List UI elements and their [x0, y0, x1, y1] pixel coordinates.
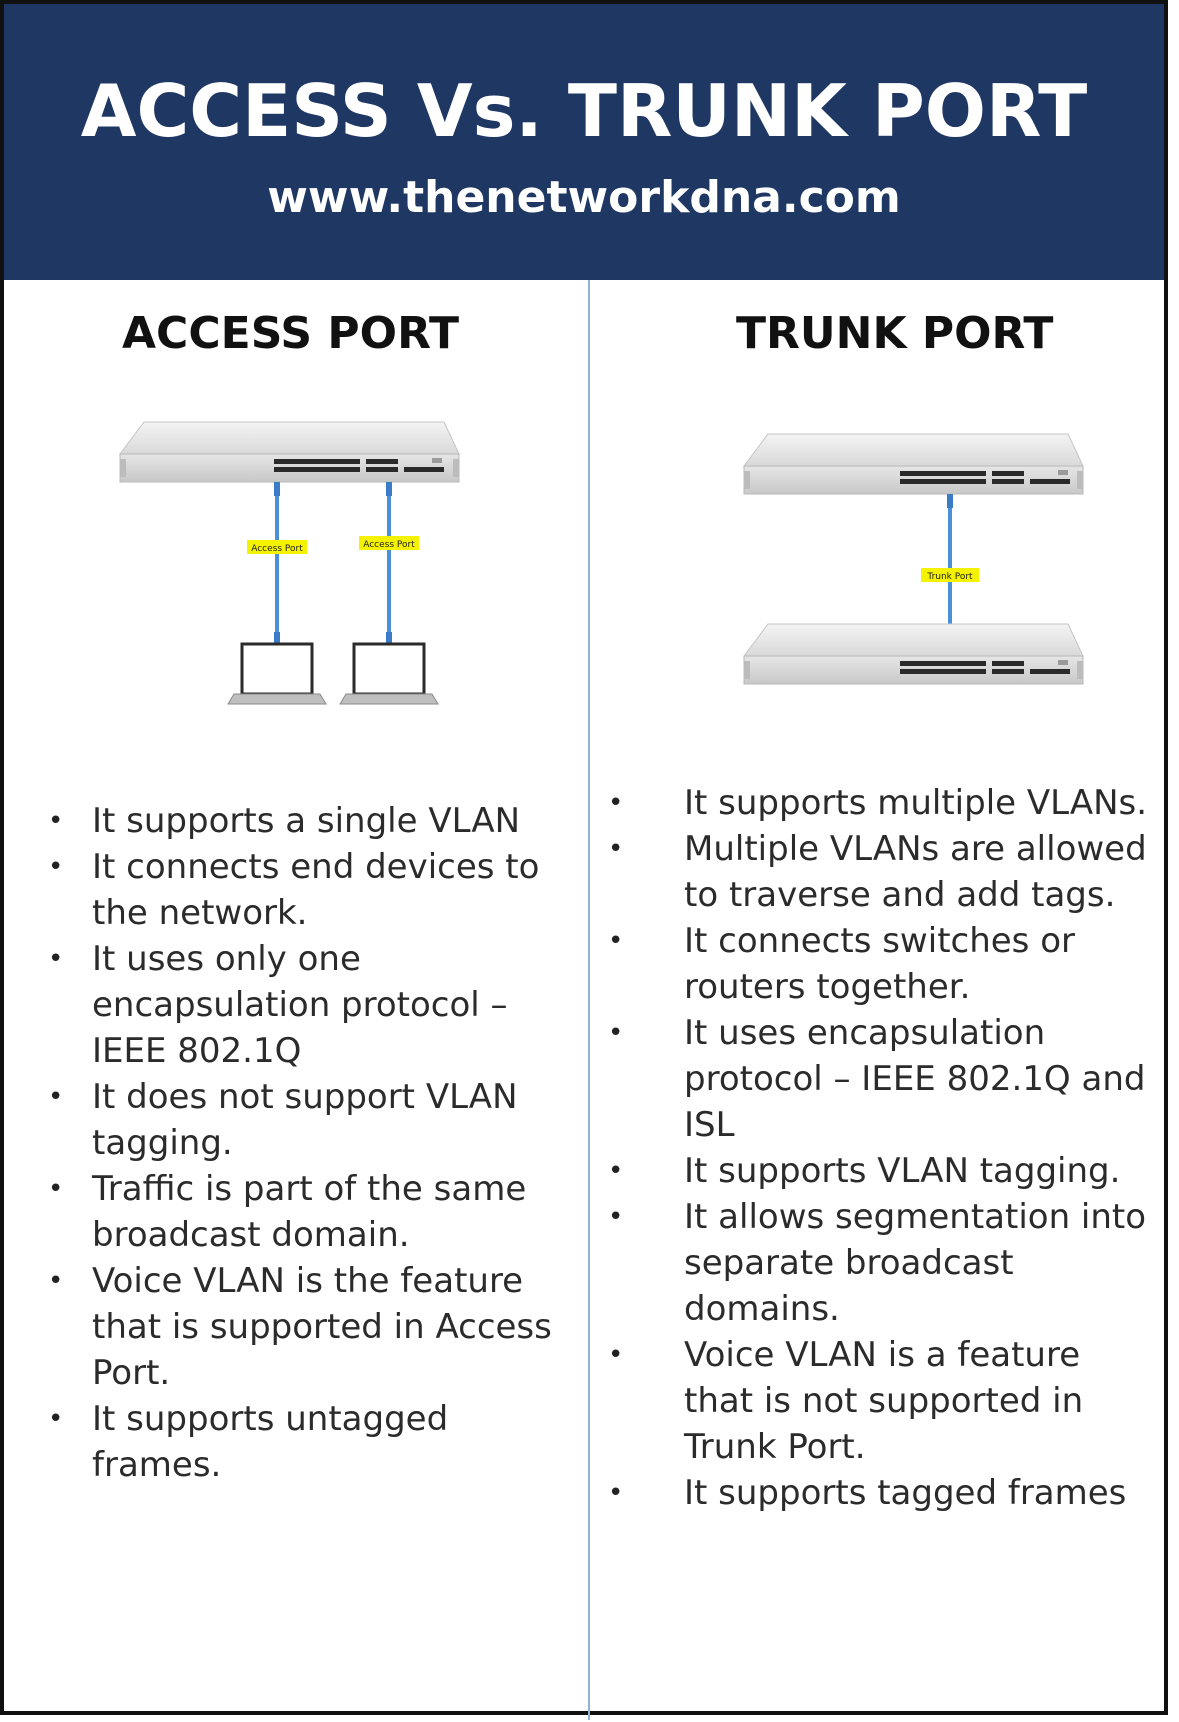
bullet-dot-icon: • — [608, 788, 624, 818]
switch-icon — [743, 433, 1084, 495]
feature-text: Traffic is part of the same broadcast do… — [92, 1169, 527, 1255]
list-item: • It allows segmentation into separate br… — [608, 1194, 1148, 1332]
bullet-dot-icon: • — [48, 944, 64, 974]
list-item: • It connects switches or routers togethe… — [608, 918, 1148, 1010]
bullet-dot-icon: • — [608, 1156, 624, 1186]
access-port-diagram: Access Port Access Port — [119, 421, 460, 705]
access-port-label: Access Port — [359, 536, 419, 550]
website-url: www.thenetworkdna.com — [267, 172, 901, 223]
feature-text: It allows segmentation into separate bro… — [684, 1197, 1147, 1329]
list-item: • It connects end devices to the network. — [44, 844, 564, 936]
list-item: • It supports VLAN tagging. — [608, 1148, 1148, 1194]
feature-text: Voice VLAN is a feature that is not supp… — [684, 1335, 1084, 1467]
bullet-dot-icon: • — [608, 1202, 624, 1232]
bullet-dot-icon: • — [608, 1478, 624, 1508]
trunk-port-diagram: Trunk Port — [743, 433, 1084, 685]
list-item: • It supports untagged frames. — [44, 1396, 564, 1488]
list-item: • It uses encapsulation protocol – IEEE 8… — [608, 1010, 1148, 1148]
feature-text: It supports untagged frames. — [92, 1399, 449, 1485]
feature-text: It supports a single VLAN — [92, 801, 521, 841]
laptop-icon — [339, 642, 439, 705]
bullet-dot-icon: • — [48, 806, 64, 836]
trunk-port-heading: TRUNK PORT — [736, 308, 1054, 359]
bullet-dot-icon: • — [48, 852, 64, 882]
feature-text: It connects end devices to the network. — [92, 847, 540, 933]
page-title: ACCESS Vs. TRUNK PORT — [80, 69, 1088, 153]
bullet-dot-icon: • — [608, 1018, 624, 1048]
bullet-dot-icon: • — [608, 1340, 624, 1370]
access-port-label: Access Port — [247, 540, 307, 554]
list-item: • Voice VLAN is the feature that is suppo… — [44, 1258, 564, 1396]
bullet-dot-icon: • — [608, 926, 624, 956]
list-item: • It supports multiple VLANs. — [608, 780, 1148, 826]
bullet-dot-icon: • — [608, 834, 624, 864]
header-banner: ACCESS Vs. TRUNK PORT www.thenetworkdna.… — [4, 4, 1164, 280]
bullet-dot-icon: • — [48, 1266, 64, 1296]
list-item: • Multiple VLANs are allowed to traverse … — [608, 826, 1148, 918]
trunk-port-feature-list: • It supports multiple VLANs. • Multiple V… — [608, 780, 1148, 1516]
access-port-label-text: Access Port — [363, 540, 415, 550]
access-port-heading: ACCESS PORT — [122, 308, 459, 359]
list-item: • It supports a single VLAN — [44, 798, 564, 844]
list-item: • Voice VLAN is a feature that is not sup… — [608, 1332, 1148, 1470]
feature-text: It connects switches or routers together… — [684, 921, 1075, 1007]
bullet-dot-icon: • — [48, 1404, 64, 1434]
switch-icon — [119, 421, 460, 483]
column-divider — [588, 280, 590, 1720]
list-item: • It uses only one encapsulation protocol… — [44, 936, 564, 1074]
cable-icon — [386, 482, 392, 646]
feature-text: It does not support VLAN tagging. — [92, 1077, 518, 1163]
feature-text: It supports multiple VLANs. — [684, 783, 1148, 823]
access-port-label-text: Access Port — [251, 544, 303, 554]
list-item: • It supports tagged frames — [608, 1470, 1148, 1516]
feature-text: It uses encapsulation protocol – IEEE 80… — [684, 1013, 1146, 1145]
trunk-port-label: Trunk Port — [921, 568, 979, 582]
feature-text: It uses only one encapsulation protocol … — [92, 939, 508, 1071]
list-item: • It does not support VLAN tagging. — [44, 1074, 564, 1166]
trunk-port-label-text: Trunk Port — [926, 572, 973, 582]
bullet-dot-icon: • — [48, 1082, 64, 1112]
feature-text: Voice VLAN is the feature that is suppor… — [92, 1261, 552, 1393]
bullet-dot-icon: • — [48, 1174, 64, 1204]
feature-text: It supports VLAN tagging. — [684, 1151, 1121, 1191]
access-port-feature-list: • It supports a single VLAN • It connects … — [44, 798, 564, 1488]
cable-icon — [274, 482, 280, 646]
feature-text: Multiple VLANs are allowed to traverse a… — [684, 829, 1147, 915]
switch-icon — [743, 623, 1084, 685]
laptop-icon — [227, 642, 327, 705]
list-item: • Traffic is part of the same broadcast d… — [44, 1166, 564, 1258]
feature-text: It supports tagged frames — [684, 1473, 1127, 1513]
